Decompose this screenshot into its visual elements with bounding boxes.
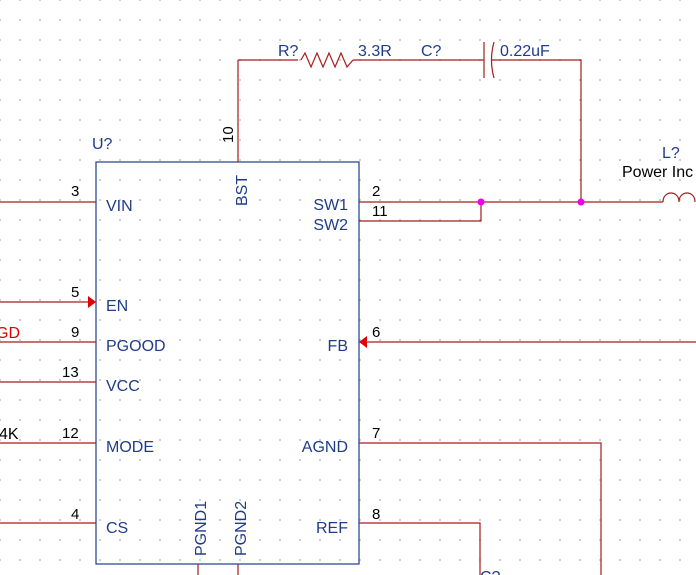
- resistor-zigzag-icon[interactable]: [300, 51, 354, 69]
- pin-number-fb: 6: [372, 324, 380, 341]
- pin-name-mode: MODE: [106, 439, 154, 456]
- pin-name-pgnd1: PGND1: [193, 501, 210, 556]
- wire-sw2-tie[interactable]: [420, 202, 482, 222]
- resistor-value: 3.3R: [358, 43, 392, 60]
- bottom-part-refdes: C?: [480, 569, 501, 575]
- net-label-pgood: GD: [0, 325, 20, 342]
- pin-number-ref: 8: [372, 506, 380, 523]
- input-arrow-icon: [88, 296, 96, 308]
- ic-refdes: U?: [92, 136, 113, 153]
- pin-name-agnd: AGND: [302, 439, 348, 456]
- capacitor-refdes: C?: [421, 43, 442, 60]
- wire-cap-swnode[interactable]: [492, 59, 582, 202]
- input-arrow-icon: [359, 336, 367, 348]
- inductor-value: Power Inc: [622, 164, 693, 181]
- capacitor-plate-right[interactable]: [490, 41, 495, 79]
- pin-number-cs: 4: [71, 506, 79, 523]
- resistor-refdes: R?: [278, 43, 299, 60]
- pin-name-cs: CS: [106, 520, 128, 537]
- wire-agnd[interactable]: [420, 442, 602, 575]
- net-label-mode: 4K: [0, 426, 19, 443]
- pin-name-fb: FB: [328, 338, 348, 355]
- pin-name-vin: VIN: [106, 198, 133, 215]
- pin-number-agnd: 7: [372, 425, 380, 442]
- pin-number-vin: 3: [71, 183, 79, 200]
- pin-name-sw1: SW1: [313, 197, 348, 214]
- pin-number-sw1: 2: [372, 183, 380, 200]
- wire-ref[interactable]: [420, 522, 481, 575]
- junction-dot: [577, 198, 585, 206]
- inductor-coil-icon[interactable]: [662, 192, 696, 203]
- ic-body[interactable]: [95, 161, 360, 565]
- pin-number-vcc: 13: [62, 364, 79, 381]
- pin-name-en: EN: [106, 298, 128, 315]
- pin-name-pgood: PGOOD: [106, 338, 166, 355]
- pin-name-ref: REF: [316, 520, 348, 537]
- pin-number-pgood: 9: [71, 324, 79, 341]
- junction-dot: [477, 198, 485, 206]
- pin-name-vcc: VCC: [106, 378, 140, 395]
- inductor-refdes: L?: [662, 145, 680, 162]
- pin-number-sw2: 11: [372, 203, 388, 220]
- pin-name-bst: BST: [234, 175, 251, 206]
- pin-number-bst: 10: [220, 126, 237, 143]
- capacitor-value: 0.22uF: [500, 43, 550, 60]
- pin-name-sw2: SW2: [313, 217, 348, 234]
- pin-number-mode: 12: [62, 425, 79, 442]
- pin-number-en: 5: [71, 284, 79, 301]
- pin-name-pgnd2: PGND2: [233, 501, 250, 556]
